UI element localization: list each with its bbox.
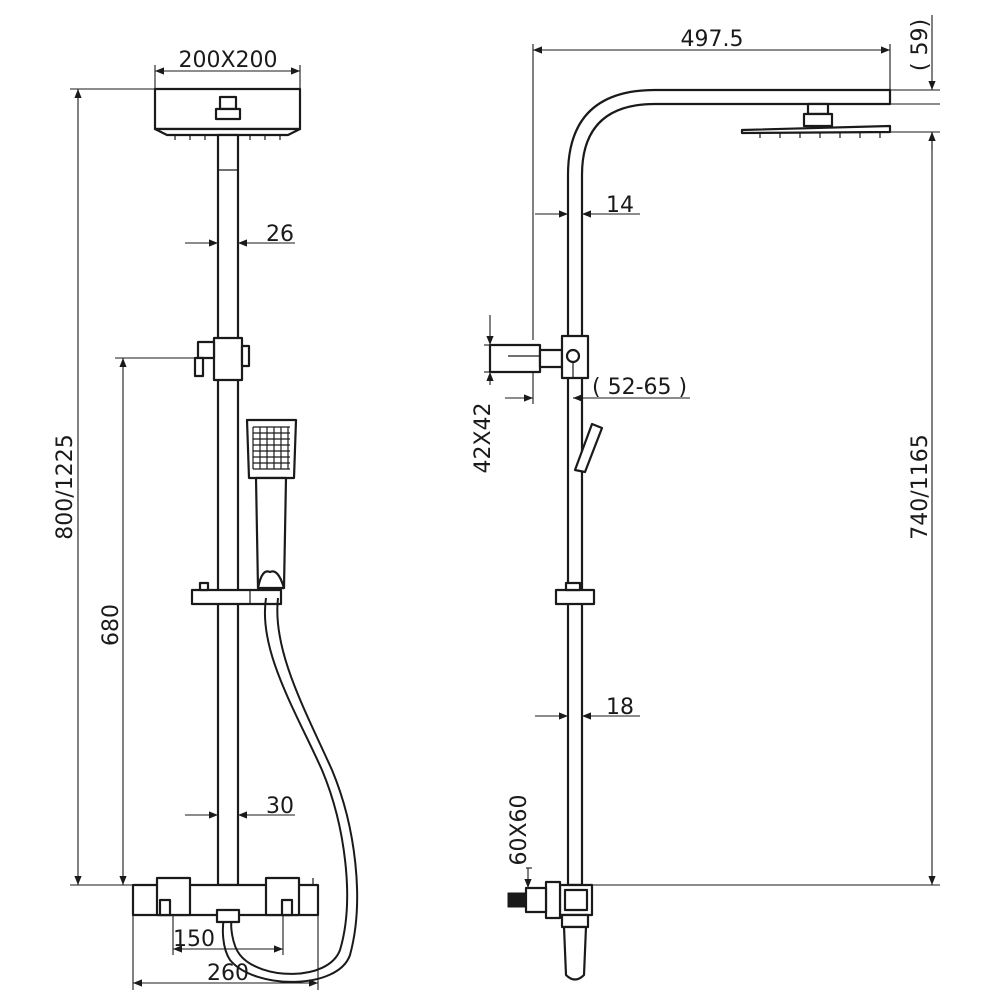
dim-elbow-size: 60X60 xyxy=(507,794,532,865)
front-shower-head xyxy=(153,87,302,140)
side-slide-holder xyxy=(554,588,596,606)
side-riser-arm xyxy=(566,88,892,887)
dim-bracket-projection: ( 52-65 ) xyxy=(592,375,687,400)
front-dimensions xyxy=(70,65,319,990)
dim-arm-diameter: 14 xyxy=(606,193,634,218)
dim-bracket-height: 680 xyxy=(99,604,124,646)
side-shower-head xyxy=(740,102,892,138)
dim-bracket-size: 42X42 xyxy=(471,402,496,473)
dim-total-height: 800/1225 xyxy=(53,434,78,539)
dim-arm-reach: 497.5 xyxy=(681,27,744,52)
front-riser-pipe xyxy=(216,133,240,887)
side-view: 497.5 ( 59) 14 ( 52-65 ) 42X42 740/1165 … xyxy=(471,15,940,981)
front-hand-shower xyxy=(245,418,298,590)
front-hose xyxy=(230,597,349,975)
front-slide-holder xyxy=(190,581,283,606)
dim-riser-diameter: 18 xyxy=(606,695,634,720)
front-mixer-body xyxy=(131,876,320,924)
dim-head-drop: ( 59) xyxy=(908,19,933,71)
side-dimensions xyxy=(484,15,940,888)
front-view: 200X200 26 800/1225 680 30 150 260 xyxy=(53,48,359,990)
dim-head-size: 200X200 xyxy=(178,48,277,73)
side-hand-shower xyxy=(573,422,604,474)
dim-rail-diameter: 26 xyxy=(266,222,294,247)
front-wall-bracket xyxy=(193,336,251,382)
side-wall-elbow xyxy=(507,880,594,981)
dim-pipe-diameter: 30 xyxy=(266,794,294,819)
dim-outlet-spacing: 150 xyxy=(173,927,215,952)
side-wall-bracket xyxy=(488,334,590,380)
dim-body-width: 260 xyxy=(207,961,249,986)
dim-riser-height: 740/1165 xyxy=(908,434,933,539)
